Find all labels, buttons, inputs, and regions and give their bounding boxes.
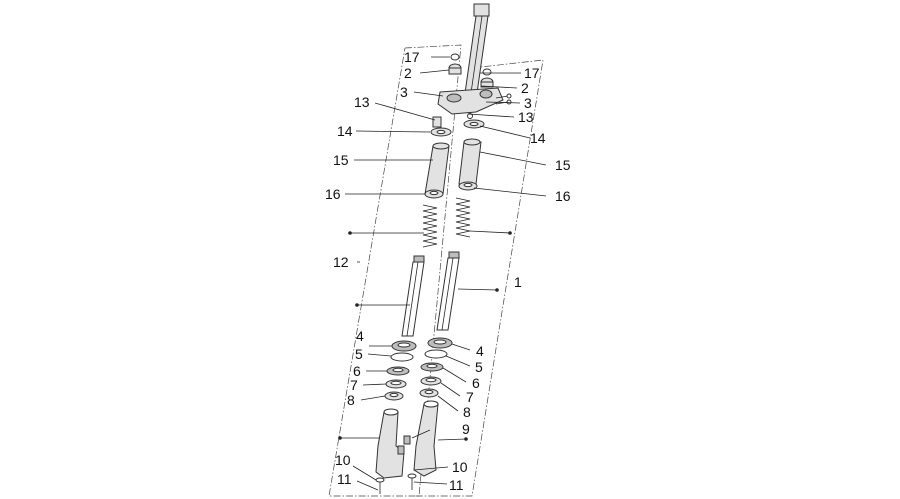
callout-7-right: 7 [466,389,474,405]
callout-12: 12 [333,254,349,270]
callout-13-left: 13 [354,94,370,110]
fork-caps [448,53,494,88]
callout-2-right: 2 [521,80,529,96]
callout-15-right: 15 [555,157,571,173]
callout-14-left: 14 [337,123,353,139]
callout-7-left: 7 [350,377,358,393]
group-1-boundary [416,59,544,497]
callouts-left: 17 2 3 13 14 15 16 12 4 5 6 7 8 10 11 [325,49,420,487]
callout-5-right: 5 [475,359,483,375]
leader-dots [338,231,512,441]
callout-14-right: 14 [530,130,546,146]
inner-tubes [401,251,460,337]
callouts-right: 17 2 3 13 14 15 16 1 4 5 6 7 8 9 10 11 [449,65,571,493]
bushings-7 [385,376,442,389]
callout-11-right: 11 [449,477,464,493]
callout-2-left: 2 [404,65,412,81]
callout-4-right: 4 [476,343,484,359]
callout-3-right: 3 [524,95,532,111]
circlips [390,349,448,362]
outer-sliders [375,400,439,479]
callout-16-left: 16 [325,186,341,202]
crown-yoke [437,87,504,115]
springs [422,197,471,248]
callout-6-right: 6 [472,375,480,391]
callout-17-right: 17 [524,65,540,81]
leader-lines [340,56,547,491]
callout-17-left: 17 [404,49,420,65]
callout-11-left: 11 [337,471,352,487]
callout-9: 9 [462,421,470,437]
clamps [432,113,473,128]
steering-stem [463,3,490,101]
callout-10-right: 10 [452,459,468,475]
washers-14 [430,119,485,137]
callout-13-right: 13 [518,109,534,125]
callout-5-left: 5 [355,346,363,362]
callout-4-left: 4 [356,328,364,344]
callout-8-left: 8 [347,392,355,408]
rings-16 [424,181,478,199]
callout-6-left: 6 [353,363,361,379]
callout-10-left: 10 [335,452,351,468]
callout-16-right: 16 [555,188,571,204]
oil-seals [391,337,453,352]
callout-15-left: 15 [333,152,349,168]
callout-3-left: 3 [400,84,408,100]
bushings-8 [384,388,439,401]
callout-8-right: 8 [463,404,471,420]
callout-1: 1 [514,274,522,290]
rings-6 [386,362,444,376]
